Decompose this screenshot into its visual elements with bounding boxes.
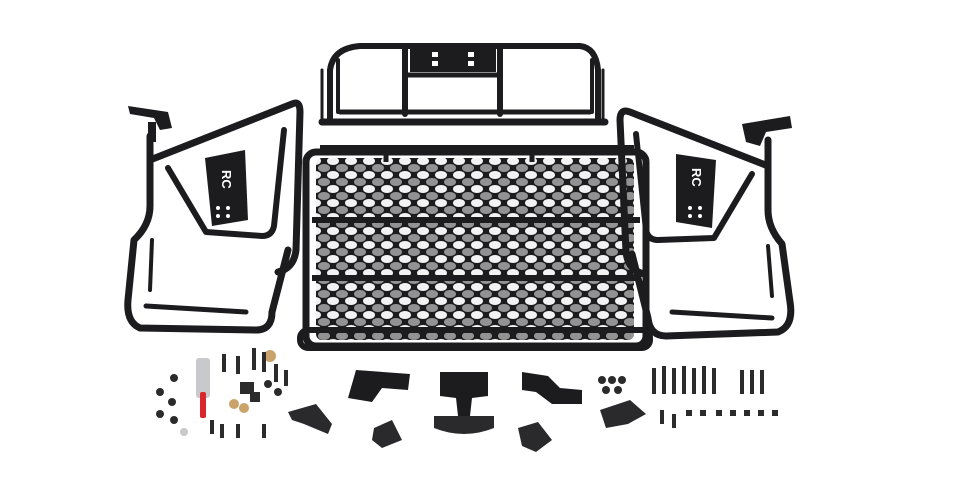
left-hardware-group xyxy=(156,348,288,438)
left-rail-logo-plate: RC xyxy=(205,150,248,226)
rc-logo-left: RC xyxy=(219,170,234,189)
right-side-rail xyxy=(616,107,795,340)
left-side-rail xyxy=(124,99,304,334)
right-hardware-group xyxy=(598,366,778,428)
left-angle-bracket xyxy=(348,370,410,402)
small-bracket-right-2 xyxy=(600,400,646,428)
right-mount-bracket xyxy=(742,116,792,146)
center-mount-bracket xyxy=(434,372,494,434)
cargo-basket xyxy=(297,145,653,351)
rc-logo-right: RC xyxy=(689,168,704,187)
small-bracket-left-1 xyxy=(288,404,332,434)
small-bracket-left-2 xyxy=(372,420,402,448)
upper-rack-frame xyxy=(318,43,609,126)
upper-rack-plate xyxy=(410,48,496,72)
left-mount-bracket xyxy=(128,106,172,142)
right-rail-logo-plate: RC xyxy=(676,154,716,228)
small-bracket-right-1 xyxy=(518,422,552,452)
right-angle-bracket xyxy=(522,372,582,404)
